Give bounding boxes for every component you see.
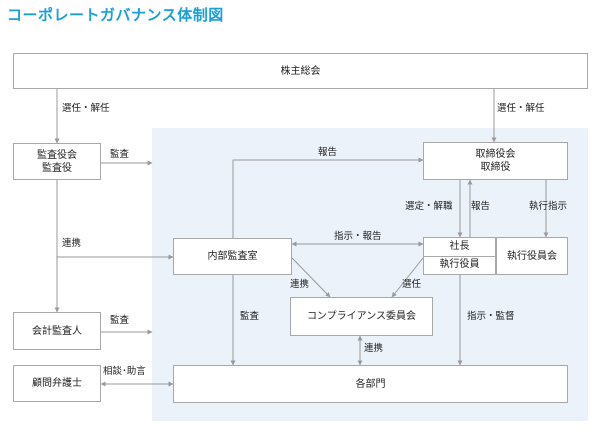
audit-label-left: 監査 xyxy=(110,315,130,326)
board-of-directors-label: 取締役会 xyxy=(475,149,516,160)
departments-label: 各部門 xyxy=(355,378,386,390)
accounting-auditor-label: 会計監査人 xyxy=(32,325,82,337)
compliance-committee-label: コンプライアンス委員会 xyxy=(306,311,417,322)
accounting-auditor-box: 会計監査人 xyxy=(13,312,101,350)
page-title: コーポレートガバナンス体制図 xyxy=(7,6,224,24)
board-of-directors-box: 取締役会 取締役 xyxy=(423,142,568,180)
director-label: 取締役 xyxy=(480,162,511,173)
legal-advisor-label: 顧問弁護士 xyxy=(32,378,82,389)
executive-committee-label: 執行役員会 xyxy=(507,250,557,262)
consult-advise-label: 相談･助言 xyxy=(103,366,146,377)
shareholders-meeting-label: 株主総会 xyxy=(280,65,321,77)
audit-label-top: 監査 xyxy=(110,149,130,160)
elect-dismiss-label-left: 選任・解任 xyxy=(62,103,110,114)
legal-advisor-box: 顧問弁護士 xyxy=(13,365,101,402)
execution-instruction-label: 執行指示 xyxy=(529,201,568,212)
president-label: 社長 xyxy=(449,241,470,252)
internal-audit-label: 内部監査室 xyxy=(207,251,258,262)
executive-officer-label: 執行役員 xyxy=(439,259,480,270)
instruction-supervision-label: 指示・監督 xyxy=(467,311,515,322)
elect-dismiss-label-right: 選任・解任 xyxy=(497,103,545,114)
liaison-label-mid: 連携 xyxy=(290,279,310,290)
compliance-committee-box: コンプライアンス委員会 xyxy=(290,297,433,336)
liaison-label-bottom: 連携 xyxy=(364,343,384,354)
audit-board-label: 監査役会 xyxy=(37,149,77,161)
audit-label-mid: 監査 xyxy=(240,311,260,322)
executive-committee-box: 執行役員会 xyxy=(496,237,568,275)
internal-audit-box: 内部監査室 xyxy=(173,238,292,275)
instruction-report-label: 指示・報告 xyxy=(334,231,382,242)
president-box: 社長 執行役員 xyxy=(423,237,496,275)
select-dismiss-label: 選定・解職 xyxy=(405,201,453,212)
departments-box: 各部門 xyxy=(173,365,568,403)
report-label-top: 報告 xyxy=(318,147,338,158)
audit-board-box: 監査役会 監査役 xyxy=(13,143,101,180)
shareholders-meeting-box: 株主総会 xyxy=(13,53,588,89)
appoint-label: 選任 xyxy=(402,279,422,290)
report-label-mid: 報告 xyxy=(471,201,491,212)
auditor-label: 監査役 xyxy=(42,162,72,174)
liaison-label-left: 連携 xyxy=(62,238,82,249)
president-divider xyxy=(424,256,495,257)
